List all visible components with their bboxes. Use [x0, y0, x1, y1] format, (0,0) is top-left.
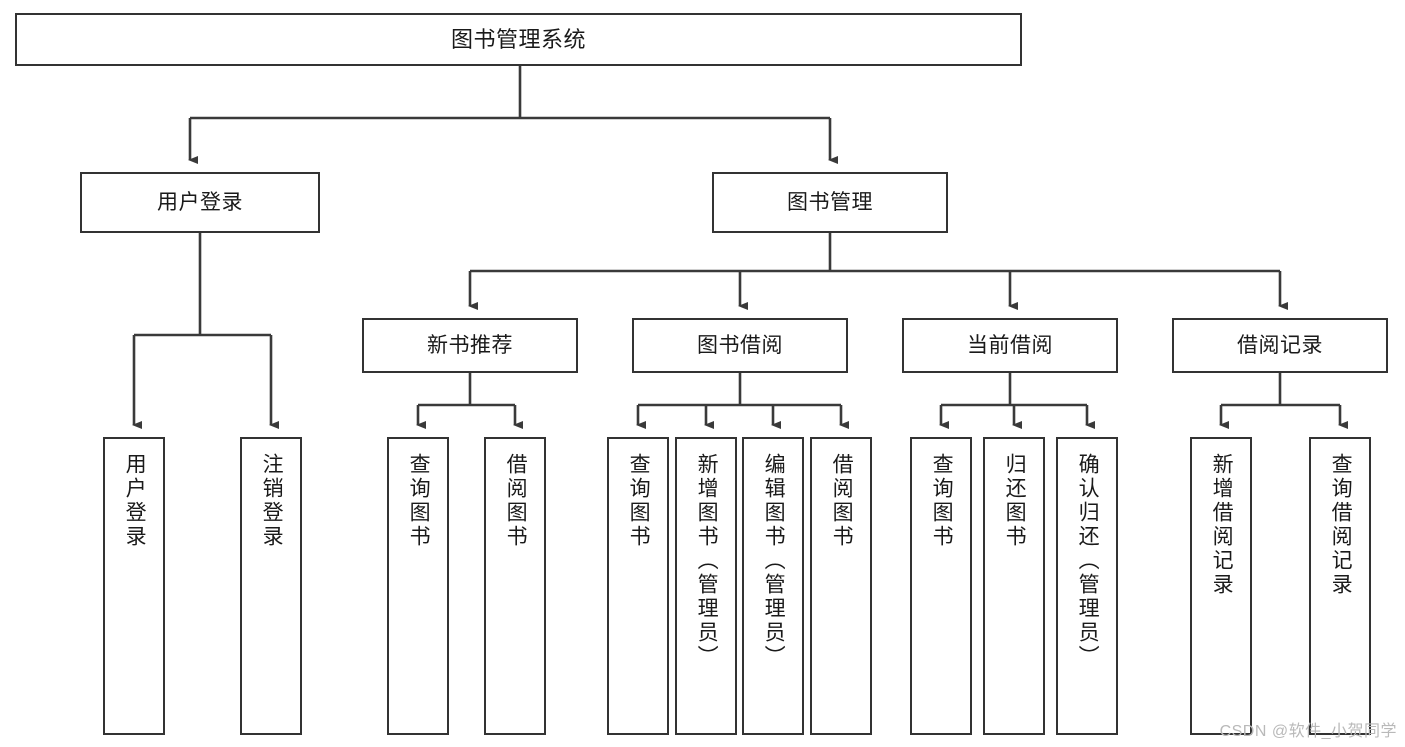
- node-user-login-label: 用户登录: [157, 191, 243, 214]
- node-current-borrow-label: 当前借阅: [967, 334, 1053, 357]
- leaf-record-add-label: 新增借阅记录: [1210, 453, 1234, 597]
- node-borrow-record[interactable]: 借阅记录: [1172, 318, 1388, 373]
- leaf-rec-borrow-label: 借阅图书: [504, 453, 528, 549]
- leaf-borrow-query[interactable]: 查询图书: [607, 437, 669, 735]
- node-new-book-rec[interactable]: 新书推荐: [362, 318, 578, 373]
- leaf-borrow-query-label: 查询图书: [627, 453, 651, 549]
- leaf-rec-query[interactable]: 查询图书: [387, 437, 449, 735]
- leaf-user-logout-label: 注销登录: [260, 453, 284, 549]
- leaf-user-login-label: 用户登录: [123, 453, 147, 549]
- leaf-rec-query-label: 查询图书: [407, 453, 431, 549]
- node-book-manage[interactable]: 图书管理: [712, 172, 948, 233]
- leaf-cur-return-label: 归还图书: [1003, 453, 1027, 549]
- leaf-user-login[interactable]: 用户登录: [103, 437, 165, 735]
- leaf-borrow-edit-label: 编辑图书（管理员）: [762, 453, 786, 669]
- node-book-manage-label: 图书管理: [787, 191, 873, 214]
- leaf-cur-confirm-label: 确认归还（管理员）: [1076, 453, 1100, 669]
- leaf-borrow-add[interactable]: 新增图书（管理员）: [675, 437, 737, 735]
- leaf-rec-borrow[interactable]: 借阅图书: [484, 437, 546, 735]
- leaf-borrow-edit[interactable]: 编辑图书（管理员）: [742, 437, 804, 735]
- leaf-borrow-do[interactable]: 借阅图书: [810, 437, 872, 735]
- leaf-record-query-label: 查询借阅记录: [1329, 453, 1353, 597]
- leaf-cur-query[interactable]: 查询图书: [910, 437, 972, 735]
- node-new-book-rec-label: 新书推荐: [427, 334, 513, 357]
- node-book-borrow[interactable]: 图书借阅: [632, 318, 848, 373]
- leaf-record-query[interactable]: 查询借阅记录: [1309, 437, 1371, 735]
- leaf-record-add[interactable]: 新增借阅记录: [1190, 437, 1252, 735]
- leaf-cur-query-label: 查询图书: [930, 453, 954, 549]
- leaf-borrow-do-label: 借阅图书: [830, 453, 854, 549]
- leaf-user-logout[interactable]: 注销登录: [240, 437, 302, 735]
- node-root-label: 图书管理系统: [450, 26, 586, 52]
- node-borrow-record-label: 借阅记录: [1237, 334, 1323, 357]
- leaf-borrow-add-label: 新增图书（管理员）: [695, 453, 719, 669]
- leaf-cur-return[interactable]: 归还图书: [983, 437, 1045, 735]
- node-book-borrow-label: 图书借阅: [697, 334, 783, 357]
- node-user-login[interactable]: 用户登录: [80, 172, 320, 233]
- node-root[interactable]: 图书管理系统: [15, 13, 1022, 66]
- watermark: CSDN @软件_小贺同学: [1219, 723, 1397, 740]
- node-current-borrow[interactable]: 当前借阅: [902, 318, 1118, 373]
- leaf-cur-confirm[interactable]: 确认归还（管理员）: [1056, 437, 1118, 735]
